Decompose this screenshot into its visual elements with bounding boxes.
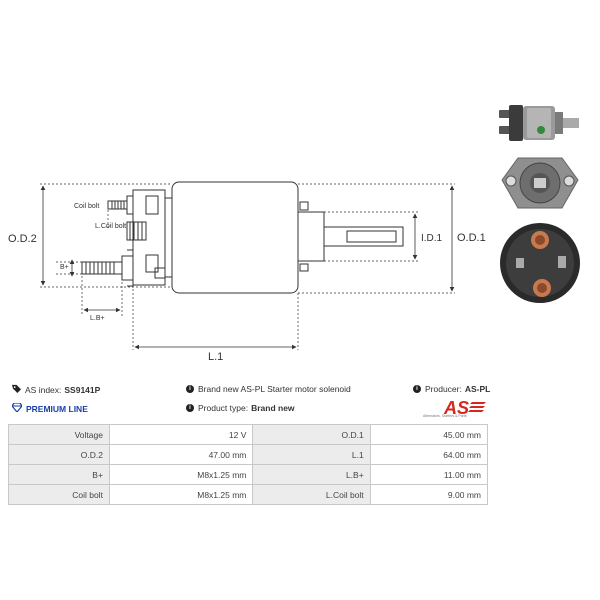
coil-bolt-label: Coil bolt: [74, 203, 99, 210]
lcoil-bolt-label: L.Coil bolt: [95, 223, 126, 230]
spec-value: 45.00 mm: [369, 424, 489, 445]
spec-value: 64.00 mm: [369, 444, 489, 465]
logo-tagline: Alternators, Starters & Parts: [423, 414, 467, 418]
bplus-label: B+: [60, 264, 69, 271]
spec-key: Voltage: [8, 424, 110, 445]
spec-key: L.1: [252, 444, 371, 465]
table-row: O.D.2 47.00 mm L.1 64.00 mm: [8, 444, 489, 465]
spec-value: 11.00 mm: [369, 464, 489, 485]
tag-icon: [12, 384, 21, 395]
od1-label: O.D.1: [457, 232, 486, 244]
product-photo-front: [501, 157, 579, 209]
spec-key: O.D.1: [252, 424, 371, 445]
product-photo-side: [499, 105, 579, 141]
premium-line: PREMIUM LINE: [11, 402, 88, 414]
solenoid-outline: [81, 181, 404, 294]
as-pl-logo: AS: [443, 398, 486, 418]
solenoid-technical-drawing: O.D.2 O.D.1 I.D.1 L.1 L.B+ B+ Coil bolt …: [8, 181, 486, 363]
product-type: i Product type: Brand new: [186, 403, 295, 413]
spec-key: L.Coil bolt: [252, 484, 371, 505]
od2-label: O.D.2: [8, 233, 37, 245]
id1-label: I.D.1: [421, 233, 443, 244]
producer-value: AS-PL: [464, 384, 491, 394]
spec-value: 12 V: [108, 424, 254, 445]
info-icon: i: [413, 385, 421, 393]
info-icon: i: [186, 404, 194, 412]
diamond-icon: [11, 402, 23, 414]
product-type-label: Product type:: [198, 403, 249, 413]
spec-key: L.B+: [252, 464, 371, 485]
lbplus-label: L.B+: [90, 315, 105, 322]
spec-value: 9.00 mm: [369, 484, 489, 505]
spec-key: O.D.2: [8, 444, 110, 465]
table-row: Voltage 12 V O.D.1 45.00 mm: [8, 424, 489, 445]
spec-key: B+: [8, 464, 110, 485]
producer-label: Producer:: [425, 384, 462, 394]
as-index: AS index: SS9141P: [12, 384, 100, 395]
premium-line-label: PREMIUM LINE: [26, 403, 88, 414]
spec-value: M8x1.25 mm: [108, 484, 254, 505]
logo-text: AS: [443, 398, 469, 418]
as-index-label: AS index:: [25, 384, 62, 395]
spec-value: M8x1.25 mm: [108, 464, 254, 485]
producer: i Producer: AS-PL: [413, 384, 490, 394]
table-row: B+ M8x1.25 mm L.B+ 11.00 mm: [8, 464, 489, 485]
info-icon: i: [186, 385, 194, 393]
description-text: Brand new AS-PL Starter motor solenoid: [198, 384, 351, 394]
dimension-extension-lines: [40, 183, 455, 350]
description: i Brand new AS-PL Starter motor solenoid: [186, 384, 351, 394]
l1-label: L.1: [208, 351, 223, 363]
product-type-value: Brand new: [251, 403, 295, 413]
spec-table: Voltage 12 V O.D.1 45.00 mm O.D.2 47.00 …: [8, 424, 489, 505]
product-photo-rear: [500, 223, 580, 303]
spec-value: 47.00 mm: [108, 444, 254, 465]
as-index-value: SS9141P: [64, 384, 101, 395]
dimension-lines: [40, 185, 455, 350]
table-row: Coil bolt M8x1.25 mm L.Coil bolt 9.00 mm: [8, 484, 489, 505]
spec-key: Coil bolt: [8, 484, 110, 505]
